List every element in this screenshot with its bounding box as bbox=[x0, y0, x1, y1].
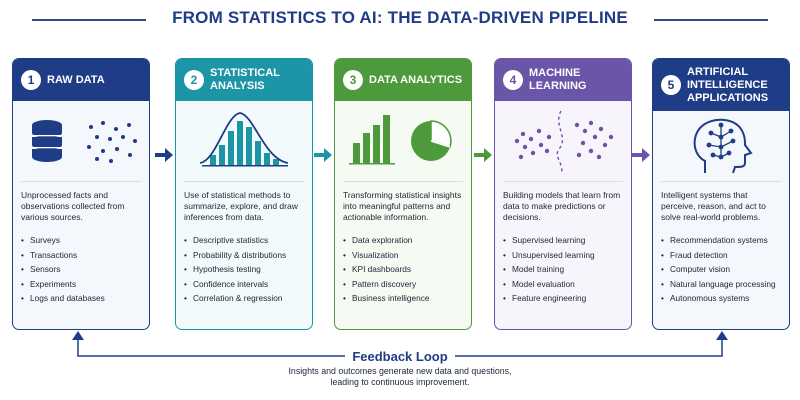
feedback-loop-arrow bbox=[72, 331, 728, 357]
stage-description: Use of statistical methods to summarize,… bbox=[184, 190, 298, 222]
list-item: Supervised learning bbox=[503, 233, 623, 248]
arrow-right-icon bbox=[632, 148, 650, 162]
list-item: Correlation & regression bbox=[184, 291, 304, 306]
list-item: Experiments bbox=[21, 277, 141, 292]
stage-description: Intelligent systems that perceive, reaso… bbox=[661, 190, 766, 222]
list-item: Model training bbox=[503, 262, 623, 277]
list-item: Logs and databases bbox=[21, 291, 141, 306]
stage-number: 5 bbox=[661, 75, 681, 95]
stage-header: 3 DATA ANALYTICS bbox=[335, 59, 471, 101]
scattered-dots-icon bbox=[87, 121, 137, 163]
list-item: KPI dashboards bbox=[343, 262, 463, 277]
stage-header: 1 RAW DATA bbox=[13, 59, 149, 101]
list-item: Feature engineering bbox=[503, 291, 623, 306]
database-icon bbox=[13, 101, 149, 181]
title-rule-right bbox=[654, 19, 768, 21]
stage-body: Intelligent systems that perceive, reaso… bbox=[661, 181, 781, 306]
list-item: Pattern discovery bbox=[343, 277, 463, 292]
list-item: Visualization bbox=[343, 248, 463, 263]
list-item: Recommendation systems bbox=[661, 233, 781, 248]
stage-card-statistical-analysis: 2 STATISTICAL ANALYSIS Use of statistica… bbox=[175, 58, 313, 330]
stage-card-machine-learning: 4 MACHINE LEARNING Building models that … bbox=[494, 58, 632, 330]
page-title: FROM STATISTICS TO AI: THE DATA-DRIVEN P… bbox=[172, 8, 628, 27]
stage-bullet-list: Recommendation systems Fraud detection C… bbox=[661, 233, 781, 306]
list-item: Data exploration bbox=[343, 233, 463, 248]
stage-description: Building models that learn from data to … bbox=[503, 190, 621, 222]
title-row: FROM STATISTICS TO AI: THE DATA-DRIVEN P… bbox=[0, 8, 800, 32]
stage-title: STATISTICAL ANALYSIS bbox=[210, 67, 280, 92]
stage-title: RAW DATA bbox=[47, 73, 105, 86]
stage-number: 3 bbox=[343, 70, 363, 90]
stage-bullet-list: Surveys Transactions Sensors Experiments… bbox=[21, 233, 141, 306]
stage-bullet-list: Supervised learning Unsupervised learnin… bbox=[503, 233, 623, 306]
arrow-right-icon bbox=[155, 148, 173, 162]
list-item: Natural language processing bbox=[661, 277, 781, 292]
feedback-description-line: Insights and outcomes generate new data … bbox=[288, 366, 512, 376]
stage-bullet-list: Data exploration Visualization KPI dashb… bbox=[343, 233, 463, 306]
feedback-description-line: leading to continuous improvement. bbox=[330, 377, 470, 387]
stage-title: MACHINE LEARNING bbox=[529, 67, 587, 92]
stage-card-raw-data: 1 RAW DATA bbox=[12, 58, 150, 330]
list-item: Transactions bbox=[21, 248, 141, 263]
distribution-chart-icon bbox=[176, 101, 312, 181]
stage-header: 5 ARTIFICIAL INTELLIGENCE APPLICATIONS bbox=[653, 59, 789, 111]
list-item: Confidence intervals bbox=[184, 277, 304, 292]
list-item: Probability & distributions bbox=[184, 248, 304, 263]
stage-header: 4 MACHINE LEARNING bbox=[495, 59, 631, 101]
arrow-right-icon bbox=[474, 148, 492, 162]
clustering-icon bbox=[495, 101, 631, 181]
stage-bullet-list: Descriptive statistics Probability & dis… bbox=[184, 233, 304, 306]
stage-card-data-analytics: 3 DATA ANALYTICS Transforming statistica… bbox=[334, 58, 472, 330]
list-item: Hypothesis testing bbox=[184, 262, 304, 277]
feedback-loop-description: Insights and outcomes generate new data … bbox=[0, 366, 800, 388]
stage-number: 1 bbox=[21, 70, 41, 90]
stage-description: Transforming statistical insights into m… bbox=[343, 190, 462, 222]
stage-body: Building models that learn from data to … bbox=[503, 181, 623, 306]
ai-brain-head-icon bbox=[653, 111, 789, 181]
list-item: Computer vision bbox=[661, 262, 781, 277]
stage-number: 4 bbox=[503, 70, 523, 90]
stage-description: Unprocessed facts and observations colle… bbox=[21, 190, 125, 222]
list-item: Fraud detection bbox=[661, 248, 781, 263]
stage-card-ai-applications: 5 ARTIFICIAL INTELLIGENCE APPLICATIONS I… bbox=[652, 58, 790, 330]
list-item: Unsupervised learning bbox=[503, 248, 623, 263]
stage-body: Unprocessed facts and observations colle… bbox=[21, 181, 141, 306]
stage-title: ARTIFICIAL INTELLIGENCE APPLICATIONS bbox=[687, 65, 769, 104]
stage-header: 2 STATISTICAL ANALYSIS bbox=[176, 59, 312, 101]
bar-and-pie-chart-icon bbox=[335, 101, 471, 181]
stage-title: DATA ANALYTICS bbox=[369, 73, 463, 86]
list-item: Autonomous systems bbox=[661, 291, 781, 306]
list-item: Descriptive statistics bbox=[184, 233, 304, 248]
list-item: Surveys bbox=[21, 233, 141, 248]
stage-body: Use of statistical methods to summarize,… bbox=[184, 181, 304, 306]
title-rule-left bbox=[32, 19, 146, 21]
stage-number: 2 bbox=[184, 70, 204, 90]
list-item: Sensors bbox=[21, 262, 141, 277]
list-item: Business intelligence bbox=[343, 291, 463, 306]
feedback-loop-title: Feedback Loop bbox=[352, 349, 448, 364]
list-item: Model evaluation bbox=[503, 277, 623, 292]
arrow-right-icon bbox=[314, 148, 332, 162]
stage-body: Transforming statistical insights into m… bbox=[343, 181, 463, 306]
